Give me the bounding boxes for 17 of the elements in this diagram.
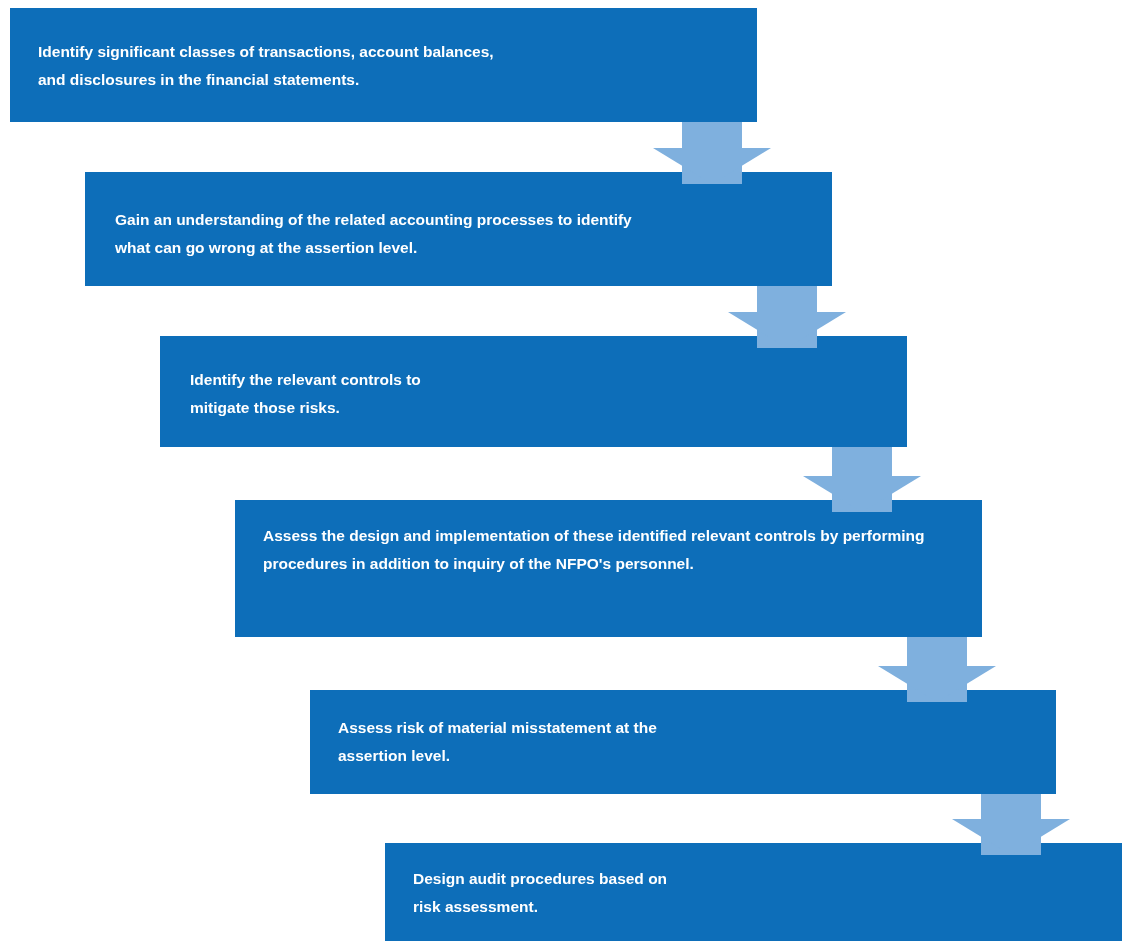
- step-text: Identify significant classes of transactions, account balances, and disclosures in the financial statements.: [38, 42, 495, 90]
- block-arrow: [878, 637, 996, 702]
- process-box: [385, 843, 1122, 941]
- block-arrow: [653, 122, 771, 184]
- process-box: [310, 690, 1056, 794]
- block-arrow: [803, 447, 921, 512]
- process-box: [10, 8, 757, 122]
- process-box: [85, 172, 832, 286]
- block-arrow: [728, 286, 846, 348]
- step-text: Identify the relevant controls to mitigate those risks.: [190, 370, 422, 418]
- step-text: Assess risk of material misstatement at the assertion level.: [338, 718, 658, 766]
- step-text: Assess the design and implementation of these identified relevant controls by performing procedures in addition to inquiry of the NFPO's personnel.: [263, 526, 926, 574]
- block-arrow: [952, 794, 1070, 855]
- step-text: Design audit procedures based on risk assessment.: [413, 869, 669, 917]
- step-text: Gain an understanding of the related accounting processes to identify what can go wrong at the assertion level.: [115, 210, 633, 258]
- process-box: [160, 336, 907, 447]
- process-box: [235, 500, 982, 637]
